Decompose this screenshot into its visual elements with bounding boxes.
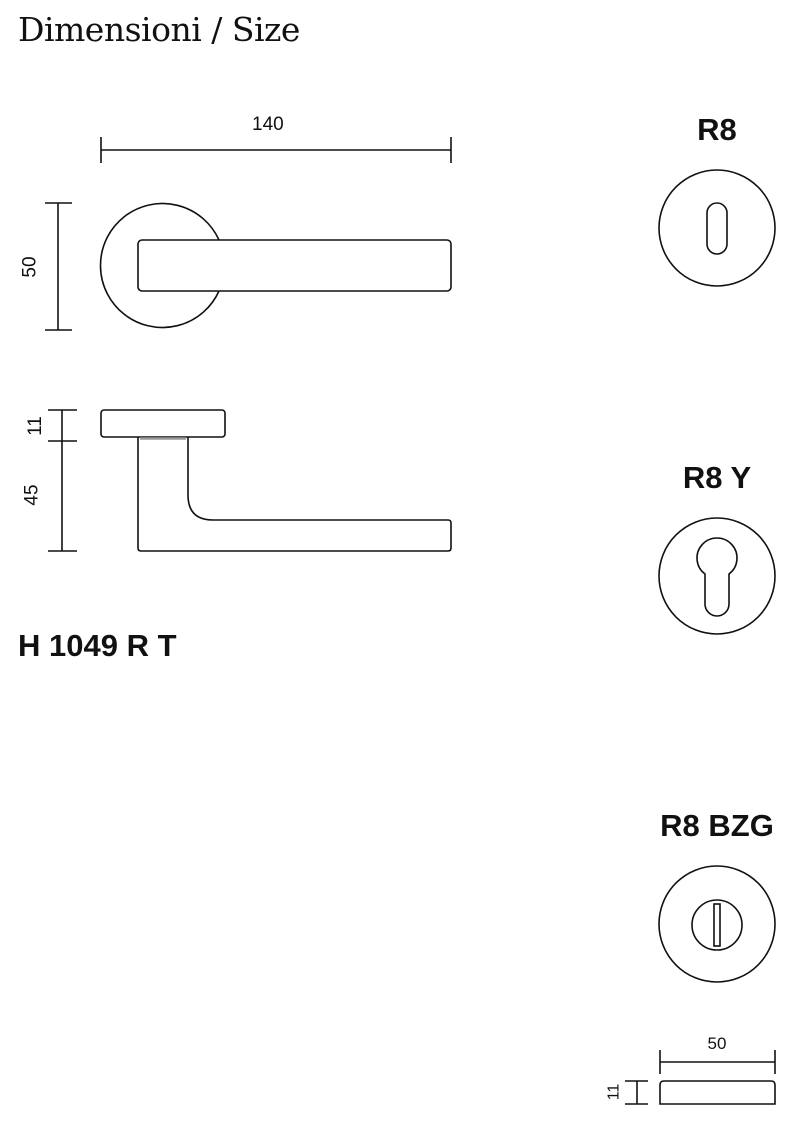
handle-top-view xyxy=(99,202,452,329)
dimension-side xyxy=(48,409,77,552)
rosette-label-r8: R8 xyxy=(697,112,737,147)
rosette-profile xyxy=(625,1050,776,1105)
handle-side-view xyxy=(100,409,452,552)
dimension-rose-thickness-label: 11 xyxy=(24,416,46,436)
rosette-profile-diameter-label: 50 xyxy=(707,1034,727,1053)
rosette-label-r8-bzg: R8 BZG xyxy=(660,808,774,843)
rosette-r8 xyxy=(658,169,776,287)
page-title: Dimensioni / Size xyxy=(18,10,300,49)
rosette-r8-bzg xyxy=(658,865,776,983)
rosette-profile-thickness-label: 11 xyxy=(605,1083,623,1101)
rosette-label-r8-y: R8 Y xyxy=(682,460,752,495)
dimension-rose-diameter xyxy=(45,202,72,331)
dimension-projection-label: 45 xyxy=(21,484,43,506)
dimension-length xyxy=(100,137,452,163)
euro-profile-icon xyxy=(696,537,738,617)
slot-icon xyxy=(706,202,728,255)
handle-model-code: H 1049 R T xyxy=(18,628,177,663)
dimension-length-label: 140 xyxy=(252,114,284,135)
dimension-rose-diameter-label: 50 xyxy=(19,256,41,278)
rosette-r8-y xyxy=(658,517,776,635)
turn-release-icon xyxy=(713,903,721,947)
